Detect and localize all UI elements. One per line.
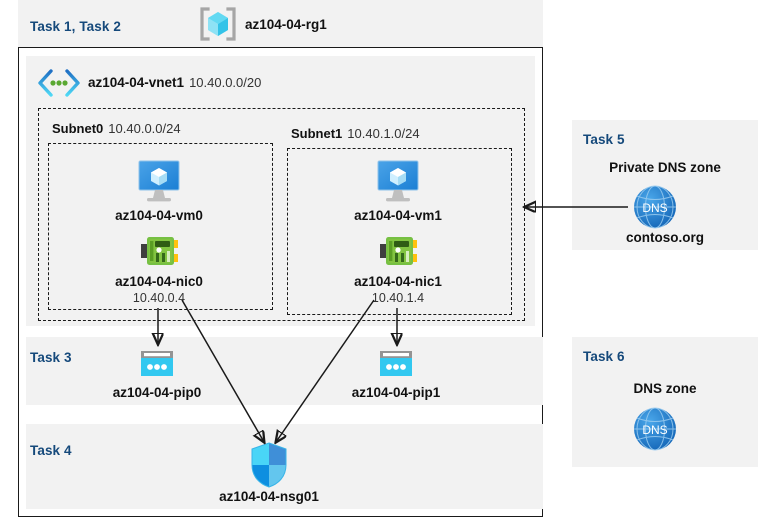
task-label-rg: Task 1, Task 2 [30,19,121,34]
nic0-name: az104-04-nic0 [115,274,203,289]
network-security-group-icon [248,441,290,489]
resource-group-header-band [18,0,543,48]
dns-zone-icon: DNS [631,405,679,453]
vm0-name: az104-04-vm0 [115,208,203,223]
connector-nic0-to-nsg [181,299,264,442]
pip1-name: az104-04-pip1 [351,385,441,400]
private-dns-title: Private DNS zone [609,160,721,175]
dns-icon-text: DNS [642,201,667,215]
subnets-region [38,108,525,321]
virtual-machine-icon [372,158,424,204]
private-dns-panel [572,120,758,250]
subnet0-vm-box [48,143,273,310]
subnet0-label: Subnet0 10.40.0.0/24 [52,121,181,136]
pip0-name: az104-04-pip0 [112,385,202,400]
vnet-cidr: 10.40.0.0/20 [189,75,262,90]
subnet1-label: Subnet1 10.40.1.0/24 [291,126,420,141]
vnet-name: az104-04-vnet1 [88,75,185,90]
public-ip-icon [137,348,177,380]
resource-group-icon [198,6,238,42]
public-ip-panel [26,337,543,405]
dns-icon-text: DNS [642,423,667,437]
nic0-ip: 10.40.0.4 [132,291,186,305]
virtual-network-icon [36,68,82,98]
public-dns-title: DNS zone [633,381,697,396]
subnet1-vm-box [287,148,512,315]
nic1-ip: 10.40.1.4 [371,291,425,305]
network-interface-icon [139,231,181,271]
subnet1-cidr: 10.40.1.0/24 [347,126,420,141]
vnet-container [26,56,535,326]
subnet0-name: Subnet0 [52,121,104,136]
resource-group-name: az104-04-rg1 [245,17,327,32]
task-label-pip: Task 3 [30,350,72,365]
task-label-private-dns: Task 5 [583,132,625,147]
vnet-label: az104-04-vnet1 10.40.0.0/20 [88,75,261,90]
vm1-name: az104-04-vm1 [354,208,442,223]
task-label-public-dns: Task 6 [583,349,625,364]
virtual-machine-icon [133,158,185,204]
private-dns-zone-name: contoso.org [626,230,704,245]
public-ip-icon [376,348,416,380]
nic1-name: az104-04-nic1 [354,274,442,289]
subnet0-cidr: 10.40.0.0/24 [108,121,181,136]
nsg-name: az104-04-nsg01 [219,489,319,504]
dns-zone-icon: DNS [631,183,679,231]
task-label-nsg: Task 4 [30,443,72,458]
connector-nic1-to-nsg [276,299,375,442]
network-interface-icon [378,231,420,271]
subnet1-name: Subnet1 [291,126,343,141]
